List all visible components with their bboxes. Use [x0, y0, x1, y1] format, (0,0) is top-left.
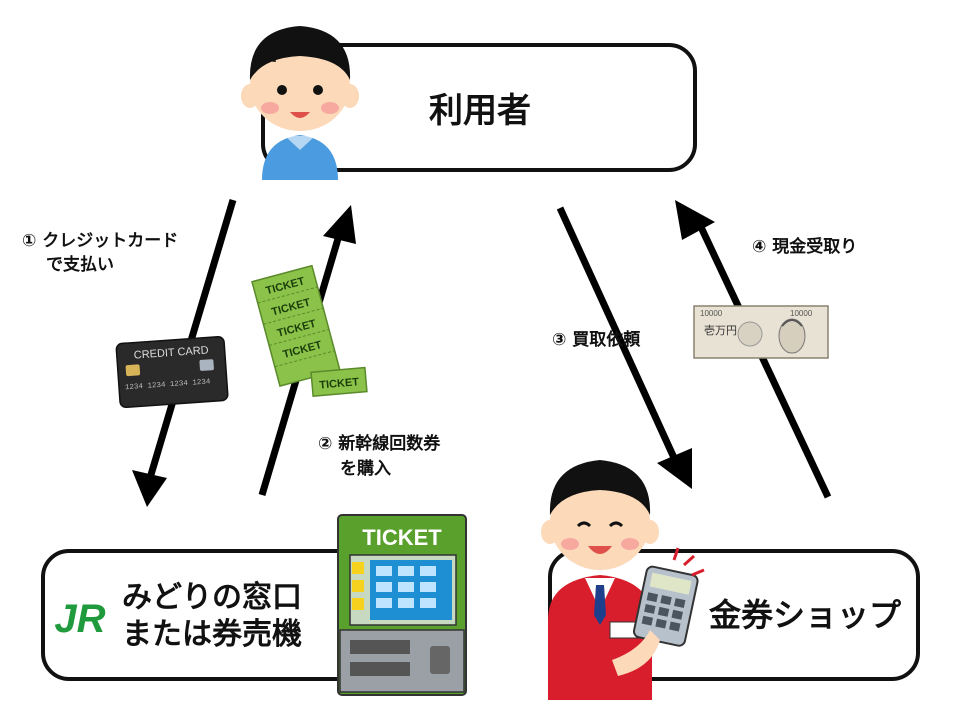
station-label-line2: または券売機: [122, 617, 302, 652]
step-2-label-line2: を購入: [340, 458, 391, 479]
step-1-label-line2: で支払い: [46, 254, 114, 275]
step-1-label-line1: ① クレジットカード: [22, 231, 178, 251]
shop-label: 金券ショップ: [708, 596, 902, 634]
ticket-machine-icon: TICKET: [337, 514, 467, 696]
user-label: 利用者: [429, 91, 531, 131]
user-node: 利用者: [261, 43, 697, 172]
arrow-4-cash: [675, 200, 832, 499]
credit-card-text: CREDIT CARD: [133, 344, 209, 361]
tickets-icon: TICKET TICKET TICKET TICKET TICKET: [251, 264, 368, 398]
step-2-label-line1: ② 新幹線回数券: [318, 433, 441, 454]
credit-card-icon: CREDIT CARD 1234 1234 1234 1234: [115, 335, 229, 409]
step-3-label: ③ 買取依頼: [552, 329, 641, 350]
banknote-icon: 10000 10000 壱万円: [693, 305, 829, 359]
machine-ticket-text: TICKET: [362, 525, 442, 550]
arrow-3-buyback-request: [556, 206, 692, 489]
banknote-denomination-left: 10000: [700, 309, 723, 318]
step-4-label: ④ 現金受取り: [752, 236, 857, 257]
station-node: JR みどりの窓口 または券売機: [41, 549, 413, 681]
ticket-text-5: TICKET: [319, 376, 360, 391]
station-label-line1: みどりの窓口: [122, 580, 302, 615]
shop-clerk-icon: [541, 460, 705, 700]
user-avatar-icon: [241, 26, 359, 180]
banknote-kanji: 壱万円: [704, 323, 737, 337]
jr-logo: JR: [54, 597, 105, 641]
banknote-denomination-right: 10000: [790, 309, 813, 318]
